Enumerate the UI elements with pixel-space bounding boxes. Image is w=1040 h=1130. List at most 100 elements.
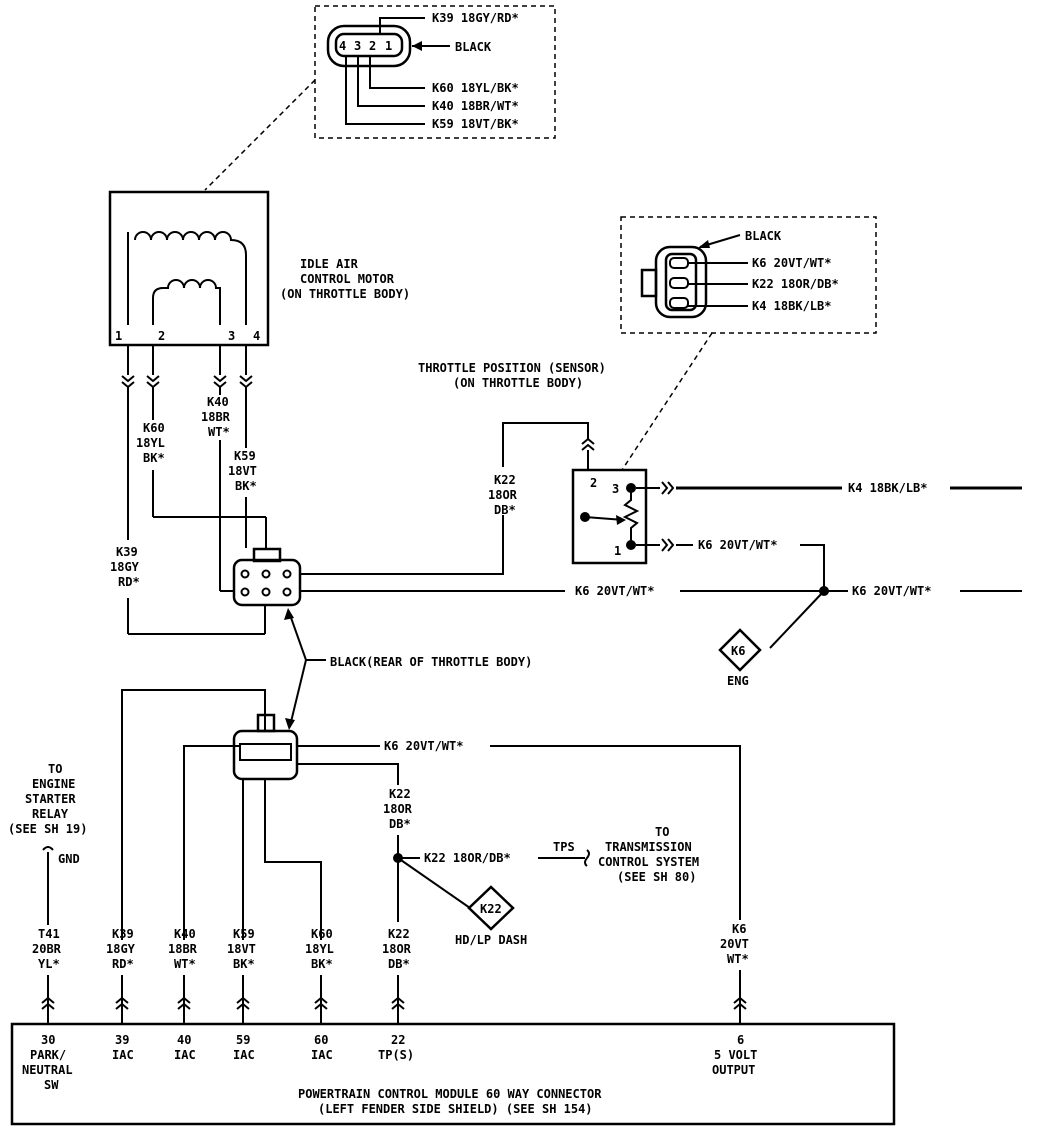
wire-k40-label-1: K40	[207, 395, 229, 409]
starter-line-2: ENGINE	[32, 777, 75, 791]
iac-connector-inset: 4 3 2 1 K39 18GY/RD* BLACK K60 18YL/BK* …	[314, 5, 556, 139]
pcm-terminal-59-icon	[236, 996, 250, 1010]
throttle-conn-cavity-1	[240, 569, 250, 579]
pcm-wire-k59-1: K59	[233, 927, 255, 941]
splice-k22-diamond	[467, 885, 515, 931]
iac-motor: 1 2 3 4	[108, 190, 270, 347]
pcm-pin-30-2: PARK/	[30, 1048, 66, 1062]
pcm-pin-6-3: OUTPUT	[712, 1063, 755, 1077]
tps-pin2-terminal-icon	[581, 437, 595, 451]
wire-k39-label-1: K39	[116, 545, 138, 559]
pcm-pin-labels: 30 PARK/ NEUTRAL SW 39 IAC 40 IAC 59 IAC…	[22, 1033, 757, 1092]
tps-pin-1: 1	[614, 544, 621, 558]
pcm-terminals	[41, 970, 747, 1024]
tps-pin-2: 2	[590, 476, 597, 490]
throttle-conn-cavity-4	[240, 587, 250, 597]
pcm-wire-t41-1: T41	[38, 927, 60, 941]
iac-pin-1: 1	[115, 329, 122, 343]
pcm-pin-6: 6	[737, 1033, 744, 1047]
tps-inset-frame	[620, 216, 877, 334]
tps-pin3-terminal-icon	[661, 481, 675, 495]
splice-k6-leader	[769, 590, 825, 649]
tps-resistor	[622, 488, 640, 545]
iac-wires	[121, 345, 267, 635]
pcm-wire-k6-2: 20VT	[720, 937, 749, 951]
pcm-wire-t41-2: 20BR	[32, 942, 62, 956]
pcm-wire-k40-1: K40	[174, 927, 196, 941]
iac-pin-3: 3	[228, 329, 235, 343]
wire-k6-right-label: K6 20VT/WT*	[852, 584, 931, 598]
iac-title-3: (ON THROTTLE BODY)	[280, 287, 410, 301]
splice-k22-label: K22	[480, 902, 502, 916]
iac-color-arrowhead	[412, 41, 422, 51]
wire-k22-lower-a	[297, 763, 399, 785]
wire-k6-lower-b	[490, 745, 741, 920]
throttle-conn-cavity-5	[261, 587, 271, 597]
pcm-pin-22: 22	[391, 1033, 405, 1047]
iac-pin4-terminal-icon	[239, 375, 253, 389]
pcm-pin-60-2: IAC	[311, 1048, 333, 1062]
pcm-pin-6-2: 5 VOLT	[714, 1048, 757, 1062]
pcm-pin-39-2: IAC	[112, 1048, 134, 1062]
pcm-pin-60: 60	[314, 1033, 328, 1047]
throttle-conn-cavity-6	[282, 587, 292, 597]
iac-wire-k39: K39 18GY/RD*	[432, 11, 519, 25]
pcm-pin-39: 39	[115, 1033, 129, 1047]
iac-pin2-terminal-icon	[146, 375, 160, 389]
iac-lead-k39	[379, 17, 425, 34]
iac-inset-leader	[204, 79, 316, 191]
iac-wire-k40: K40 18BR/WT*	[432, 99, 519, 113]
starter-line-4: RELAY	[32, 807, 69, 821]
pcm-terminal-39-icon	[115, 996, 129, 1010]
starter-line-3: STARTER	[25, 792, 76, 806]
tps-conn-cavity-1	[669, 257, 689, 269]
pcm-pin-40: 40	[177, 1033, 191, 1047]
iac-title-1: IDLE AIR	[300, 257, 359, 271]
wire-k39-label-3: RD*	[118, 575, 140, 589]
throttle-conn-cavity-2	[261, 569, 271, 579]
wire-k60-label-1: K60	[143, 421, 165, 435]
tps-title-2: (ON THROTTLE BODY)	[453, 376, 583, 390]
tps-pin-3: 3	[612, 482, 619, 496]
splice-k6-label: K6	[731, 644, 745, 658]
tps-title-1: THROTTLE POSITION (SENSOR)	[418, 361, 606, 375]
pcm-wire-k39-3: RD*	[112, 957, 134, 971]
wire-k22-upper-b	[502, 422, 589, 467]
wire-k22-label-1: K22	[494, 473, 516, 487]
tps-wire-k22: K22 18OR/DB*	[752, 277, 839, 291]
wire-k39-pcm	[121, 689, 266, 940]
pcm-terminal-22-icon	[391, 996, 405, 1010]
pcm-pin-40-2: IAC	[174, 1048, 196, 1062]
iac-motor-box	[108, 190, 270, 347]
rear-label-arrow-down	[289, 659, 307, 727]
splice-k6-diamond	[718, 628, 762, 672]
tps-connector-tab	[640, 268, 658, 298]
pcm-pin-30-3: NEUTRAL	[22, 1063, 73, 1077]
transmission-line-1: TO	[655, 825, 669, 839]
splice-k22-location: HD/LP DASH	[455, 933, 527, 947]
tps-conn-cavity-3	[669, 297, 689, 309]
pcm-terminal-40-icon	[177, 996, 191, 1010]
iac-wire-k60: K60 18YL/BK*	[432, 81, 519, 95]
wire-k39-label-2: 18GY	[110, 560, 140, 574]
pcm-wire-labels: T41 20BR YL* K39 18GY RD* K40 18BR WT* K…	[32, 922, 749, 971]
rear-label-arrow-up	[288, 611, 307, 661]
iac-pin3-terminal-icon	[213, 375, 227, 389]
tps-inset-leader	[621, 332, 713, 471]
pcm-terminal-6-icon	[733, 996, 747, 1010]
pcm-wire-k59-2: 18VT	[227, 942, 256, 956]
pcm-wire-k60-2: 18YL	[305, 942, 334, 956]
iac-pin-2: 2	[158, 329, 165, 343]
wire-k22-label-2: 18OR	[488, 488, 518, 502]
throttle-conn-cavity-3	[282, 569, 292, 579]
rear-connector-label: BLACK(REAR OF THROTTLE BODY)	[330, 655, 532, 669]
tps-conn-cavity-2	[669, 277, 689, 289]
wire-k40-label-3: WT*	[208, 425, 230, 439]
splice-k6-location: ENG	[727, 674, 749, 688]
pcm-wire-k6-3: WT*	[727, 952, 749, 966]
pcm-pin-22-2: TP(S)	[378, 1048, 414, 1062]
wire-k6-tps-c	[800, 544, 825, 591]
pcm-box	[10, 1022, 896, 1126]
wire-k22-down-label-2: 18OR	[383, 802, 413, 816]
iac-connector-color: BLACK	[455, 40, 492, 54]
